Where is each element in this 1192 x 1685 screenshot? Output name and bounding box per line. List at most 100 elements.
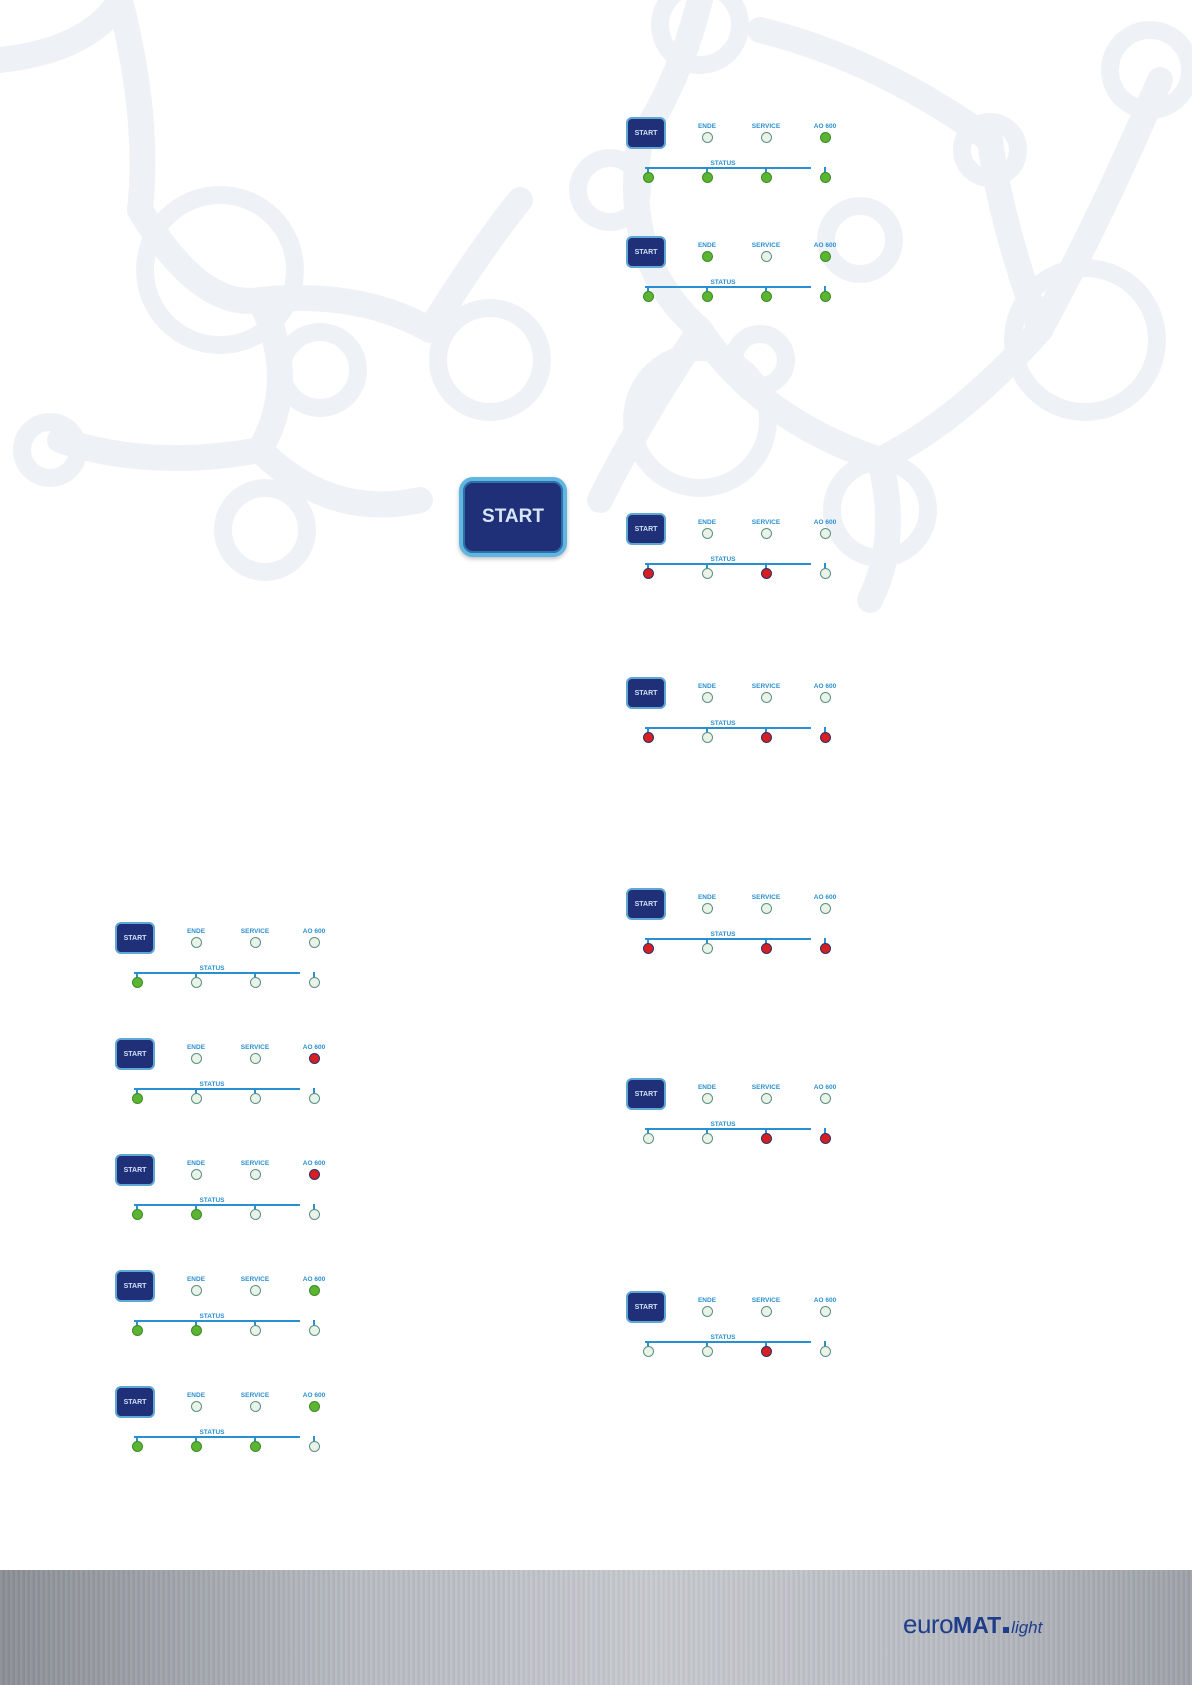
status-label: STATUS	[710, 1121, 736, 1128]
service-led-off	[760, 251, 772, 262]
status-label: STATUS	[710, 720, 736, 727]
status-led-3-off	[249, 977, 261, 988]
status-connector-line	[645, 1341, 811, 1343]
start-button[interactable]: START	[626, 117, 666, 149]
ende-label: ENDE	[186, 928, 206, 935]
start-button[interactable]: START	[115, 1386, 155, 1418]
status-led-1-green	[131, 1441, 143, 1452]
status-connector-drop	[824, 563, 826, 569]
status-led-2-off	[701, 732, 713, 743]
start-button[interactable]: START	[626, 1291, 666, 1323]
ende-label: ENDE	[697, 1084, 717, 1091]
ende-led-off	[190, 937, 202, 948]
start-button[interactable]: START	[626, 1078, 666, 1110]
ao600-label: AO 600	[813, 519, 837, 526]
status-connector-line	[645, 727, 811, 729]
ende-led-green	[701, 251, 713, 262]
service-led-off	[249, 937, 261, 948]
ao600-led-green	[308, 1285, 320, 1296]
status-connector-drop	[765, 938, 767, 944]
ao600-label: AO 600	[813, 123, 837, 130]
ao600-label: AO 600	[813, 683, 837, 690]
status-label: STATUS	[199, 1313, 225, 1320]
ao600-label: AO 600	[302, 1044, 326, 1051]
status-connector-line	[645, 286, 811, 288]
status-connector-drop	[706, 938, 708, 944]
status-led-1-green	[131, 977, 143, 988]
status-connector-drop	[706, 286, 708, 292]
status-connector-drop	[195, 1320, 197, 1326]
status-led-3-red	[760, 568, 772, 579]
start-button[interactable]: START	[115, 1154, 155, 1186]
service-led-off	[760, 132, 772, 143]
service-label: SERVICE	[240, 1044, 270, 1051]
start-button[interactable]: START	[115, 922, 155, 954]
service-label: SERVICE	[240, 1160, 270, 1167]
status-connector-drop	[313, 1204, 315, 1210]
status-connector-drop	[706, 1128, 708, 1134]
service-led-off	[760, 1093, 772, 1104]
status-connector-line	[645, 1128, 811, 1130]
ao600-label: AO 600	[302, 1392, 326, 1399]
status-led-4-off	[308, 977, 320, 988]
status-led-1-red	[642, 943, 654, 954]
ende-led-off	[701, 132, 713, 143]
ao600-led-green	[308, 1401, 320, 1412]
status-led-3-off	[249, 1093, 261, 1104]
service-label: SERVICE	[751, 123, 781, 130]
ende-led-off	[701, 1306, 713, 1317]
ende-led-off	[190, 1053, 202, 1064]
status-connector-drop	[136, 1204, 138, 1210]
service-led-off	[249, 1401, 261, 1412]
ende-led-off	[701, 1093, 713, 1104]
brand-mat: MAT	[953, 1612, 1002, 1638]
status-led-3-red	[760, 943, 772, 954]
service-led-off	[249, 1169, 261, 1180]
status-connector-drop	[824, 1128, 826, 1134]
ao600-led-red	[308, 1169, 320, 1180]
start-button[interactable]: START	[626, 888, 666, 920]
status-connector-drop	[765, 563, 767, 569]
status-connector-drop	[647, 1341, 649, 1347]
ao600-led-green	[819, 251, 831, 262]
ende-label: ENDE	[186, 1160, 206, 1167]
service-label: SERVICE	[751, 519, 781, 526]
service-led-off	[249, 1053, 261, 1064]
status-connector-drop	[254, 1436, 256, 1442]
status-label: STATUS	[710, 931, 736, 938]
service-label: SERVICE	[240, 1392, 270, 1399]
status-led-1-green	[131, 1093, 143, 1104]
status-led-2-green	[701, 172, 713, 183]
service-label: SERVICE	[751, 1084, 781, 1091]
status-led-2-off	[190, 1093, 202, 1104]
ende-led-off	[190, 1169, 202, 1180]
service-led-off	[760, 1306, 772, 1317]
status-connector-drop	[824, 938, 826, 944]
status-led-3-red	[760, 1133, 772, 1144]
status-label: STATUS	[199, 1081, 225, 1088]
ende-label: ENDE	[697, 894, 717, 901]
ao600-led-off	[819, 1093, 831, 1104]
status-connector-line	[134, 972, 300, 974]
start-button[interactable]: START	[626, 236, 666, 268]
start-button[interactable]: START	[626, 677, 666, 709]
start-button[interactable]: START	[115, 1270, 155, 1302]
big-start-button[interactable]: START	[459, 477, 567, 557]
ende-label: ENDE	[186, 1276, 206, 1283]
status-led-2-off	[701, 1133, 713, 1144]
ao600-label: AO 600	[813, 1297, 837, 1304]
status-label: STATUS	[199, 1197, 225, 1204]
ende-led-off	[190, 1285, 202, 1296]
service-label: SERVICE	[751, 242, 781, 249]
start-button[interactable]: START	[626, 513, 666, 545]
ende-label: ENDE	[697, 519, 717, 526]
status-connector-drop	[313, 1436, 315, 1442]
ende-label: ENDE	[697, 242, 717, 249]
ao600-led-off	[819, 692, 831, 703]
status-connector-drop	[706, 1341, 708, 1347]
status-led-1-green	[131, 1325, 143, 1336]
start-button[interactable]: START	[115, 1038, 155, 1070]
